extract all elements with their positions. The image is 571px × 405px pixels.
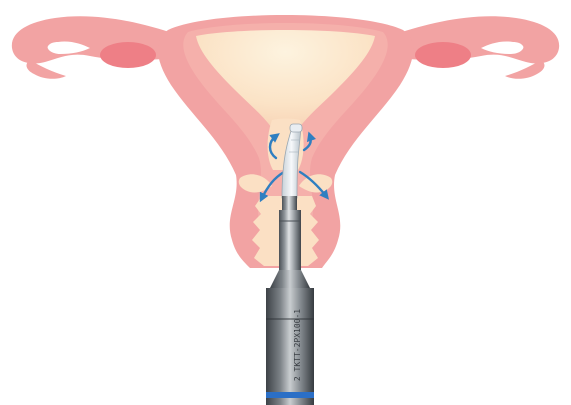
fallopian-tube-right: [393, 16, 559, 79]
probe-base-ring: [266, 392, 314, 398]
ovary-left: [100, 42, 156, 68]
probe-engraving: 2 TKTT-2PX100-1: [293, 309, 302, 381]
ovary-right: [415, 42, 471, 68]
fallopian-tube-left: [12, 16, 178, 79]
